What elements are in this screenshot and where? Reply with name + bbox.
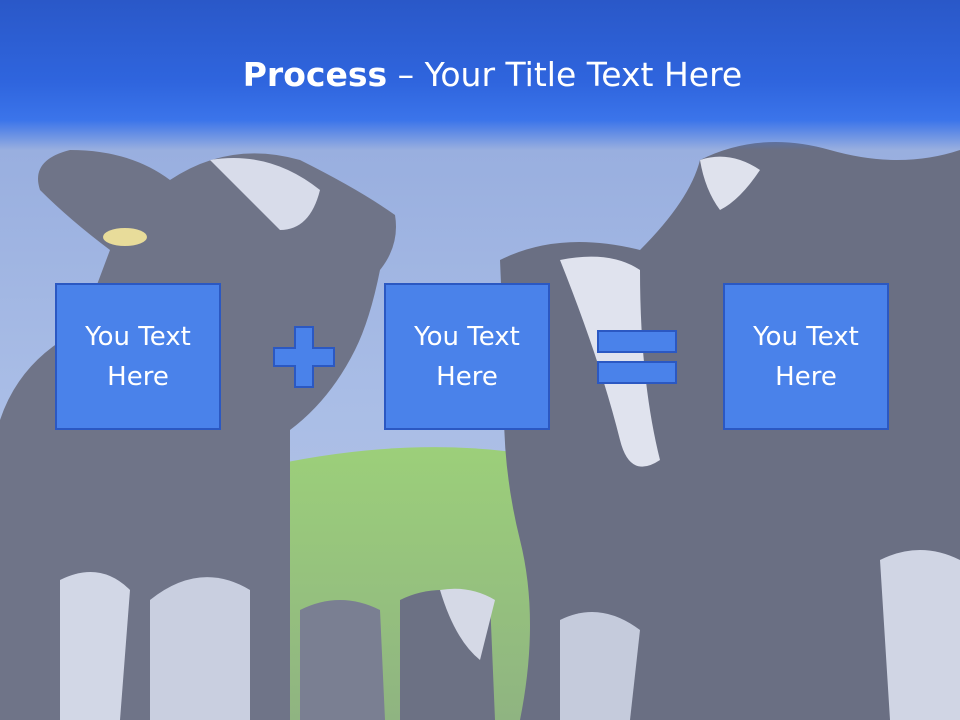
text-box-3-label: You Text Here bbox=[753, 321, 859, 392]
text-box-3[interactable]: You Text Here bbox=[723, 283, 889, 430]
text-box-1[interactable]: You Text Here bbox=[55, 283, 221, 430]
page-title[interactable]: Process – Your Title Text Here bbox=[0, 52, 960, 98]
text-box-2[interactable]: You Text Here bbox=[384, 283, 550, 430]
plus-icon[interactable] bbox=[273, 326, 335, 388]
title-banner bbox=[0, 0, 960, 150]
equals-icon[interactable] bbox=[597, 330, 677, 386]
title-rest: – Your Title Text Here bbox=[387, 55, 743, 94]
text-box-2-label: You Text Here bbox=[414, 321, 520, 392]
text-box-1-label: You Text Here bbox=[85, 321, 191, 392]
title-bold: Process bbox=[242, 55, 388, 94]
